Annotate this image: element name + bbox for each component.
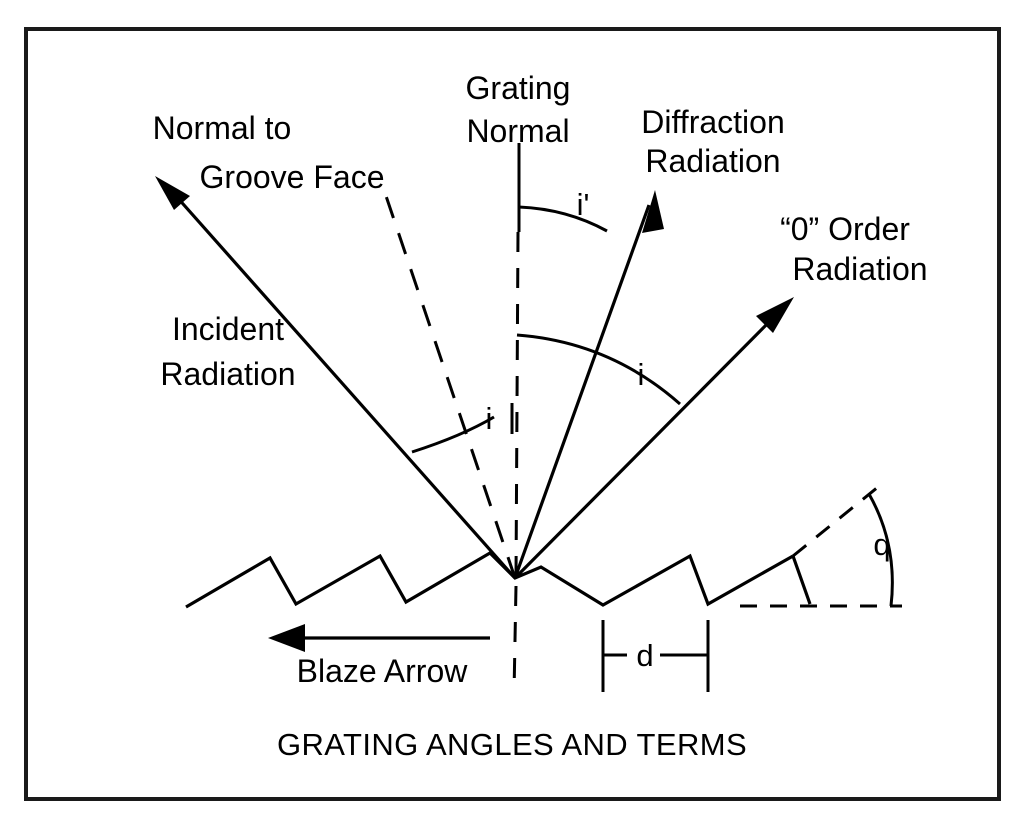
groove-face-extension-dashed [792,485,879,558]
label-diffraction-radiation-line1: Diffraction [641,104,784,140]
groove-face-segment [791,555,812,605]
label-normal-to-groove-face-line1: Normal to [153,110,292,146]
label-angle-i-left: i [486,401,493,436]
incident-radiation-ray [166,185,517,580]
normal-to-groove-face-ray [382,189,517,579]
label-incident-radiation-line1: Incident [172,311,284,347]
label-angle-i-right: i [638,357,645,392]
grating-normal-dashed-below [512,585,518,695]
figure-border [24,27,1001,801]
label-diffraction-radiation-line2: Radiation [645,143,780,179]
angle-arc-i-left [411,415,495,454]
label-grating-normal-line2: Normal [466,113,569,149]
label-normal-to-groove-face-line2: Groove Face [200,159,385,195]
blaze-arrowhead [268,624,305,652]
zero-order-ray-arrowhead [756,297,794,333]
figure-title: GRATING ANGLES AND TERMS [277,727,747,762]
label-blaze-arrow: Blaze Arrow [297,653,469,689]
diffraction-ray-arrowhead [642,190,664,233]
angle-arc-q [867,493,894,607]
label-zero-order-line1: “0” Order [780,211,910,247]
label-angle-q: q [873,527,890,562]
label-incident-radiation-line2: Radiation [160,356,295,392]
angle-arc-i-right [516,333,681,406]
grating-normal-dashed [514,231,520,579]
label-groove-spacing-d: d [636,638,653,673]
label-grating-normal-line1: Grating [466,70,571,106]
grating-sawtooth-profile [185,550,794,609]
label-angle-i-prime: i' [577,187,590,222]
label-zero-order-line2: Radiation [792,251,927,287]
angle-arc-i-prime [518,205,608,233]
diffraction-radiation-ray [513,204,651,579]
zero-order-radiation-ray [513,308,783,580]
incident-ray-arrowhead [155,176,190,210]
